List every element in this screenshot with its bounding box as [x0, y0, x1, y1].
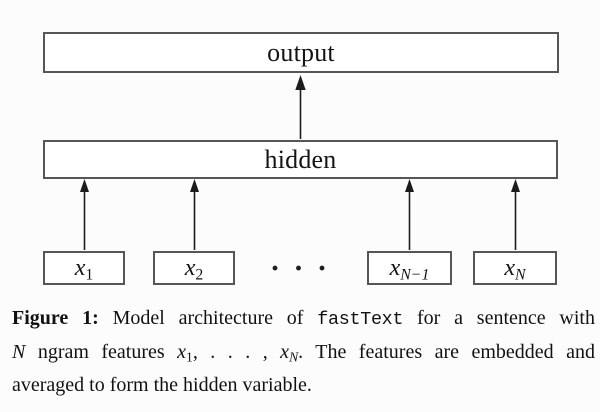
input-label-x1: x1 — [74, 255, 94, 284]
input-box-xn: xN — [473, 251, 557, 285]
figure-caption: Figure 1: Model architecture of fastText… — [12, 302, 595, 402]
input-label-xn: xN — [504, 255, 526, 284]
caption-figure-label: Figure 1: — [12, 307, 99, 329]
arrow-xn-to-hidden — [511, 179, 520, 250]
hidden-layer-box: hidden — [43, 140, 558, 179]
input-box-x1: x1 — [43, 251, 125, 285]
arrow-hidden-to-output — [295, 75, 306, 139]
input-box-xn-minus-1: xN−1 — [367, 251, 452, 285]
caption-line-1: Figure 1: Model architecture of fastText… — [12, 307, 595, 330]
fasttext-code-text: fastText — [317, 309, 404, 330]
caption-line-3: averaged to form the hidden variable. — [12, 374, 312, 396]
arrow-xn-minus-1-to-hidden — [405, 179, 414, 250]
ellipsis-dots: · · · — [269, 252, 330, 285]
input-label-xn-minus-1: xN−1 — [389, 255, 430, 284]
arrow-x1-to-hidden — [80, 179, 89, 250]
arrow-x2-to-hidden — [190, 179, 199, 250]
input-box-x2: x2 — [153, 251, 235, 285]
input-label-x2: x2 — [184, 255, 204, 284]
output-layer-label: output — [267, 37, 335, 67]
hidden-layer-label: hidden — [264, 144, 337, 174]
caption-line-2: N ngram features x1, . . . , xN. The fea… — [12, 341, 595, 365]
output-layer-box: output — [43, 32, 559, 73]
